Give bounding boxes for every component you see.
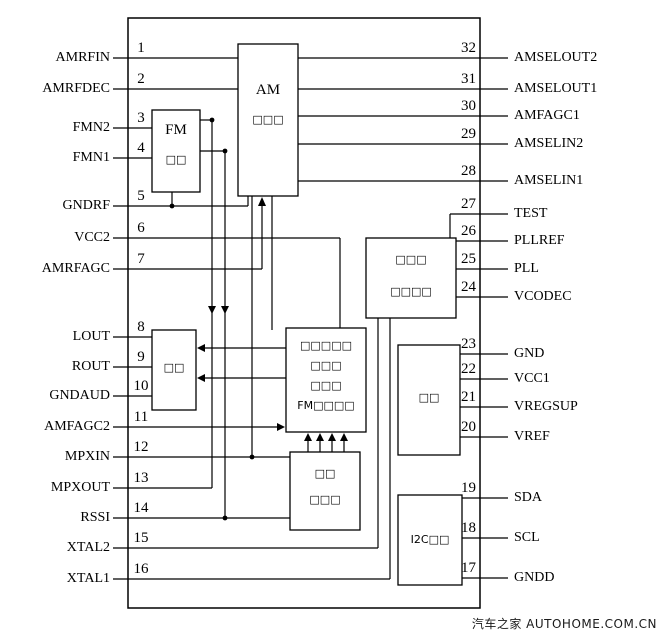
pin-number: 12 (133, 439, 149, 455)
pin-number: 26 (461, 223, 476, 239)
regulator-block-title: □□ (418, 391, 440, 404)
pin-label: XTAL1 (66, 571, 110, 586)
pin-label: PLL (514, 261, 539, 276)
pin-label: FMN1 (72, 150, 110, 165)
fm-block (151, 109, 201, 193)
pin-label: AMSELOUT1 (514, 81, 598, 96)
pin-label: VCODEC (514, 289, 572, 304)
pin-label: AMRFDEC (42, 81, 110, 96)
pin-number: 22 (461, 361, 476, 377)
pin-label: XTAL2 (66, 540, 110, 555)
pin-label: FMN2 (72, 120, 110, 135)
arrowheads (197, 197, 348, 441)
pin-label: SCL (514, 530, 540, 545)
synth-block-line1: □□□ (395, 253, 427, 266)
audio-block-title: □□ (163, 361, 185, 374)
fm-block-subtitle: □□ (165, 153, 187, 166)
pin-label: AMSELIN2 (514, 136, 584, 151)
if-block-line4: FM□□□□ (297, 399, 355, 412)
pin-number: 1 (137, 40, 145, 56)
pin-label: AMSELOUT2 (514, 50, 598, 65)
am-block (237, 43, 299, 197)
pin-number: 2 (137, 71, 145, 87)
if-block-line1: □□□□□ (300, 339, 352, 352)
pin-label: GND (514, 346, 545, 361)
pin-label: VREF (514, 429, 550, 444)
pin-label: AMFAGC2 (44, 419, 110, 434)
pin-label: AMRFIN (55, 50, 110, 65)
i2c-block-title: I2C□□ (410, 533, 450, 546)
pin-label: SDA (514, 490, 543, 505)
pin-number: 18 (461, 520, 476, 536)
i2c-block (397, 494, 463, 586)
pin-number: 23 (461, 336, 476, 352)
pin-number: 10 (133, 378, 149, 394)
pin-number: 8 (137, 319, 145, 335)
pin-number: 32 (461, 40, 476, 56)
pin-number: 24 (461, 279, 476, 295)
fm-block-title: FM (165, 122, 187, 138)
junction-dots (169, 117, 255, 521)
pin-number: 6 (137, 220, 145, 236)
pin-label: GNDAUD (49, 388, 110, 403)
pin-number: 9 (137, 349, 145, 365)
pin-number: 31 (461, 71, 476, 87)
decoder-block-line1: □□ (314, 467, 336, 480)
pin-label: PLLREF (514, 233, 565, 248)
pin-label: VREGSUP (514, 399, 578, 414)
pin-number: 28 (461, 163, 476, 179)
pin-number: 11 (133, 409, 149, 425)
pin-number: 14 (133, 500, 149, 516)
pin-label: AMFAGC1 (514, 108, 580, 123)
pin-number: 29 (461, 126, 476, 142)
pin-number: 27 (461, 196, 476, 212)
decoder-block (289, 451, 361, 531)
pin-number: 16 (133, 561, 149, 577)
pin-label: ROUT (71, 359, 110, 374)
pin-number: 25 (461, 251, 476, 267)
pin-label: AMRFAGC (41, 261, 110, 276)
pin-label: MPXOUT (50, 480, 110, 495)
function-blocks (151, 43, 463, 586)
pin-number: 20 (461, 419, 476, 435)
pin-number: 4 (137, 140, 145, 156)
pin-label: LOUT (72, 329, 110, 344)
pin-label: TEST (514, 206, 548, 221)
pin-label: MPXIN (64, 449, 110, 464)
pin-label: VCC2 (74, 230, 110, 245)
pin-number: 19 (461, 480, 476, 496)
if-block-line3: □□□ (310, 379, 342, 392)
pin-number: 7 (137, 251, 145, 267)
pin-number: 30 (461, 98, 476, 114)
pin-number: 5 (137, 188, 145, 204)
if-demod-block (285, 327, 367, 433)
pin-number: 13 (133, 470, 149, 486)
pin-number: 17 (461, 560, 476, 576)
if-block-line2: □□□ (310, 359, 342, 372)
pin-label: AMSELIN1 (514, 173, 584, 188)
decoder-block-line2: □□□ (309, 493, 341, 506)
pin-lines-left (113, 57, 390, 580)
pin-number: 15 (133, 530, 149, 546)
pin-label: GNDD (514, 570, 555, 585)
internal-wires (171, 119, 391, 579)
chip-outline (127, 17, 481, 609)
pin-label: RSSI (80, 510, 110, 525)
synth-block-line2: □□□□ (390, 285, 432, 298)
am-block-subtitle: □□□ (252, 113, 284, 126)
am-block-title: AM (255, 82, 281, 98)
watermark-text: 汽车之家 AUTOHOME.COM.CN (471, 617, 657, 631)
pin-label: GNDRF (62, 198, 110, 213)
regulator-block (397, 344, 461, 456)
pin-label: VCC1 (514, 371, 550, 386)
audio-block (151, 329, 197, 411)
synthesizer-block (365, 237, 457, 319)
pin-number: 21 (461, 389, 476, 405)
pin-number: 3 (137, 110, 145, 126)
